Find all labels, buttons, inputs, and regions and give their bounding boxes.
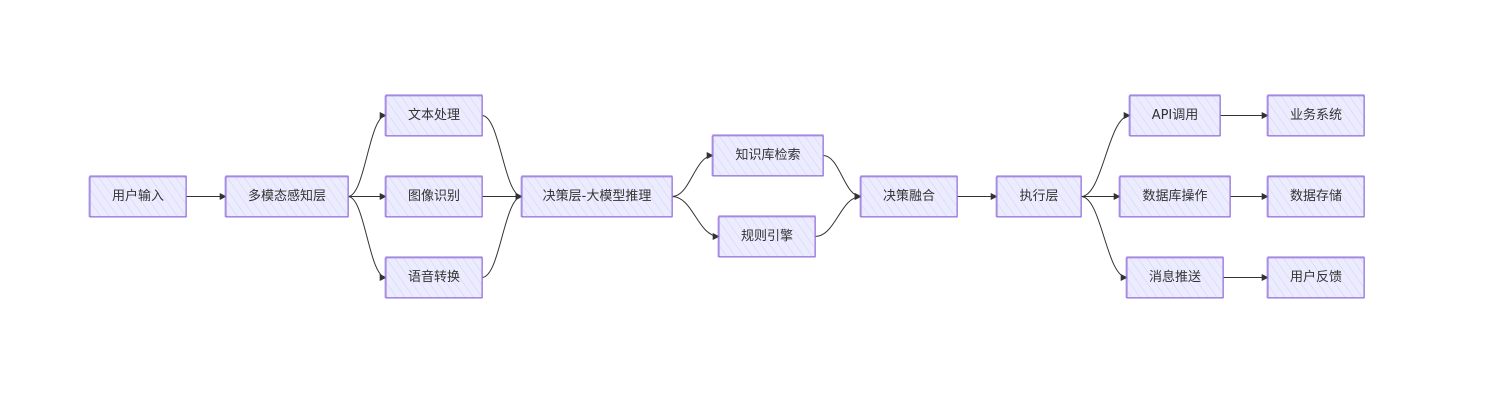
node-label: 数据库操作 xyxy=(1142,188,1207,204)
edge-decision-to-kb xyxy=(671,152,714,197)
node-hatch xyxy=(720,217,814,256)
node-sketch-outline xyxy=(1118,176,1231,217)
node-sketch-outline xyxy=(224,176,349,217)
node-label: 文本处理 xyxy=(408,108,460,123)
node-sketch-outline xyxy=(1125,257,1224,298)
node-sketch-outline xyxy=(711,135,824,176)
node-label: 执行层 xyxy=(1019,189,1058,204)
node-user_input[interactable]: 用户输入 xyxy=(88,175,187,218)
node-label: API调用 xyxy=(1152,108,1199,123)
node-perception[interactable]: 多模态感知层 xyxy=(224,175,349,218)
edge-decision-to-rules xyxy=(671,196,720,240)
node-store[interactable]: 数据存储 xyxy=(1266,175,1365,218)
node-sketch-outline xyxy=(1128,95,1221,136)
node-decision[interactable]: 决策层-大模型推理 xyxy=(520,175,673,218)
node-label: 数据存储 xyxy=(1290,189,1342,204)
node-sketch-outline xyxy=(384,257,483,298)
node-sketch-outline xyxy=(520,176,673,217)
node-hatch xyxy=(1131,96,1219,135)
node-db[interactable]: 数据库操作 xyxy=(1118,175,1231,218)
node-hatch xyxy=(387,258,481,297)
node-text[interactable]: 文本处理 xyxy=(384,94,483,137)
edge-text-to-decision xyxy=(481,115,523,200)
node-hatch xyxy=(387,96,481,135)
node-hatch xyxy=(1121,177,1229,216)
edge-rules-to-fusion xyxy=(814,193,862,237)
node-hatch xyxy=(91,177,185,216)
node-sketch-outline xyxy=(1266,95,1365,136)
node-kb[interactable]: 知识库检索 xyxy=(711,134,824,177)
node-hatch xyxy=(862,177,956,216)
node-image[interactable]: 图像识别 xyxy=(384,175,483,218)
node-hatch xyxy=(1269,96,1363,135)
node-label: 图像识别 xyxy=(408,189,460,204)
edge-exec-to-api xyxy=(1080,112,1131,197)
edges xyxy=(186,112,1269,281)
node-sketch-outline xyxy=(1266,176,1365,217)
node-hatch xyxy=(227,177,347,216)
node-msg[interactable]: 消息推送 xyxy=(1125,256,1224,299)
node-sketch-outline xyxy=(995,176,1082,217)
edge-perception-to-text xyxy=(347,112,387,197)
node-label: 语音转换 xyxy=(408,269,460,285)
node-sketch-outline xyxy=(88,176,187,217)
node-hatch xyxy=(714,136,822,175)
node-fusion[interactable]: 决策融合 xyxy=(859,175,958,218)
node-label: 用户输入 xyxy=(112,188,164,204)
node-api[interactable]: API调用 xyxy=(1128,94,1221,137)
node-rules[interactable]: 规则引擎 xyxy=(717,215,816,258)
edge-exec-to-msg xyxy=(1080,196,1128,281)
node-biz[interactable]: 业务系统 xyxy=(1266,94,1365,137)
node-hatch xyxy=(523,177,671,216)
edge-speech-to-decision xyxy=(481,193,523,278)
node-speech[interactable]: 语音转换 xyxy=(384,256,483,299)
node-sketch-outline xyxy=(384,176,483,217)
edge-kb-to-fusion xyxy=(822,155,862,200)
node-label: 规则引擎 xyxy=(741,229,793,244)
node-label: 决策层-大模型推理 xyxy=(543,188,652,204)
node-sketch-outline xyxy=(1266,257,1365,298)
node-label: 多模态感知层 xyxy=(248,188,326,204)
node-label: 消息推送 xyxy=(1149,269,1201,285)
node-feedback[interactable]: 用户反馈 xyxy=(1266,256,1365,299)
node-label: 知识库检索 xyxy=(735,147,800,163)
node-hatch xyxy=(1128,258,1222,297)
node-sketch-outline xyxy=(859,176,958,217)
node-sketch-outline xyxy=(717,216,816,257)
node-hatch xyxy=(1269,177,1363,216)
node-sketch-outline xyxy=(384,95,483,136)
node-label: 业务系统 xyxy=(1290,107,1342,123)
node-exec[interactable]: 执行层 xyxy=(995,175,1082,218)
edge-perception-to-speech xyxy=(347,196,387,281)
node-hatch xyxy=(387,177,481,216)
node-hatch xyxy=(1269,258,1363,297)
node-label: 决策融合 xyxy=(883,188,935,204)
node-hatch xyxy=(998,177,1080,216)
node-label: 用户反馈 xyxy=(1290,269,1342,285)
